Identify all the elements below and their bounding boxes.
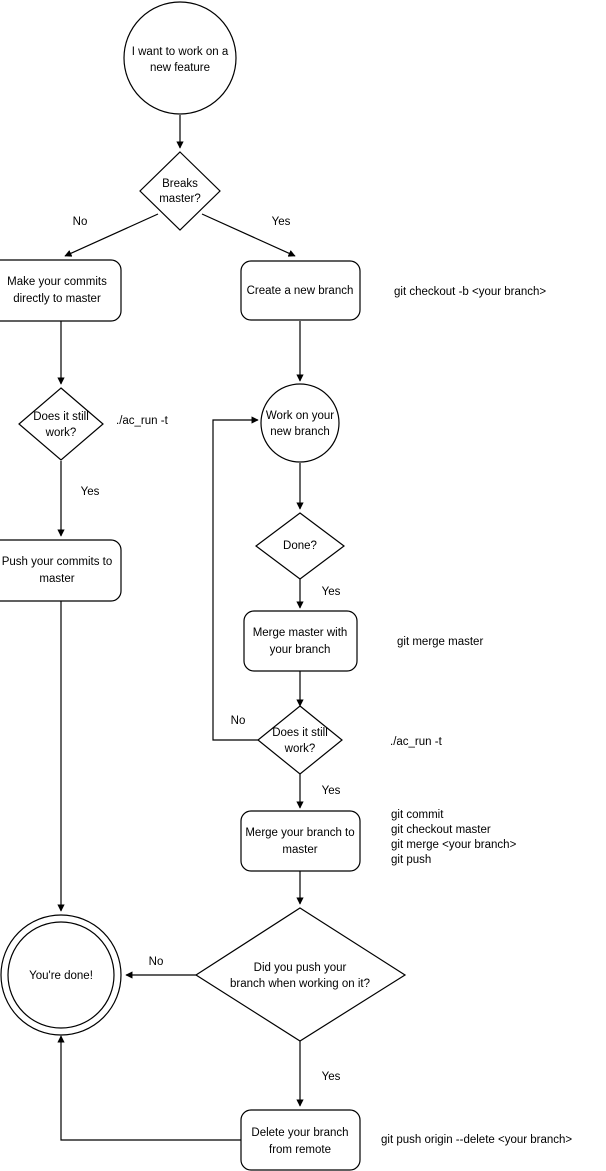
delete-branch-label-line2: from remote xyxy=(269,1144,331,1156)
make-commits-box-shape xyxy=(0,259,122,322)
merge-branch-label-line2: master xyxy=(282,844,317,856)
create-branch-box-shape xyxy=(240,260,361,321)
youre-done-label: You're done! xyxy=(29,970,93,982)
edge-label-left-work-yes: Yes xyxy=(81,486,100,498)
node-does-it-work-left[interactable]: Does it still work? xyxy=(18,387,104,461)
push-commits-label-line1: Push your commits to xyxy=(2,556,113,568)
note-git-push-origin-delete: git push origin --delete <your branch> xyxy=(381,1134,572,1146)
node-push-commits[interactable]: Push your commits to master xyxy=(0,539,122,602)
edge-rightworkq-no-loop xyxy=(212,416,259,741)
did-you-push-label-line2: branch when working on it? xyxy=(230,978,370,990)
node-breaks-master[interactable]: Breaks master? xyxy=(139,151,221,231)
work-branch-label-line2: new branch xyxy=(270,426,329,438)
note-git-checkout-master: git checkout master xyxy=(391,824,491,836)
work-branch-label-line1: Work on your xyxy=(266,410,334,422)
edge-breaks-yes xyxy=(201,213,296,257)
edge-label-right-work-yes: Yes xyxy=(322,785,341,797)
youre-done-inner-circle-shape xyxy=(7,921,115,1029)
does-it-work-right-label-line1: Does it still xyxy=(272,727,328,739)
breaks-master-label-line2: master? xyxy=(159,193,201,205)
note-git-merge-branch: git merge <your branch> xyxy=(391,839,517,851)
does-it-work-left-label-line2: work? xyxy=(45,427,77,439)
breaks-master-diamond-shape xyxy=(139,151,221,231)
note-ac-run-right: ./ac_run -t xyxy=(390,736,443,748)
node-make-commits[interactable]: Make your commits directly to master xyxy=(0,259,122,322)
node-create-branch[interactable]: Create a new branch xyxy=(240,260,361,321)
edge-label-breaks-yes: Yes xyxy=(272,216,291,228)
start-label-line1: I want to work on a xyxy=(132,46,229,58)
note-git-commit: git commit xyxy=(391,809,444,821)
edge-label-done-yes: Yes xyxy=(322,586,341,598)
note-merge-branch-cmds: git commit git checkout master git merge… xyxy=(391,809,517,866)
node-does-it-work-right[interactable]: Does it still work? xyxy=(257,705,343,775)
node-did-you-push[interactable]: Did you push your branch when working on… xyxy=(194,907,407,1042)
done-question-diamond-shape xyxy=(255,512,345,580)
note-git-push: git push xyxy=(391,854,431,866)
edges xyxy=(57,115,304,1141)
does-it-work-right-label-line2: work? xyxy=(284,743,316,755)
node-start[interactable]: I want to work on a new feature xyxy=(123,1,237,115)
make-commits-label-line1: Make your commits xyxy=(7,276,107,288)
done-question-label: Done? xyxy=(283,540,317,552)
edge-breaks-no xyxy=(64,213,159,257)
work-branch-circle-shape xyxy=(260,383,340,463)
node-work-branch[interactable]: Work on your new branch xyxy=(260,383,340,463)
node-delete-branch[interactable]: Delete your branch from remote xyxy=(240,1109,361,1171)
edge-deletebranch-to-done xyxy=(57,1035,241,1141)
edge-label-right-work-no: No xyxy=(231,715,246,727)
create-branch-label-line1: Create a new branch xyxy=(247,285,354,297)
does-it-work-left-label-line1: Does it still xyxy=(33,411,89,423)
note-git-merge-master: git merge master xyxy=(397,636,483,648)
push-commits-label-line2: master xyxy=(39,573,74,585)
did-you-push-diamond-shape xyxy=(194,907,407,1042)
node-done-question[interactable]: Done? xyxy=(255,512,345,580)
push-commits-box-shape xyxy=(0,539,122,602)
node-merge-master[interactable]: Merge master with your branch xyxy=(243,610,358,672)
node-youre-done[interactable]: You're done! xyxy=(0,914,122,1036)
does-it-work-left-diamond-shape xyxy=(18,387,104,461)
did-you-push-label-line1: Did you push your xyxy=(254,962,347,974)
does-it-work-right-diamond-shape xyxy=(257,705,343,775)
edge-label-did-push-no: No xyxy=(149,956,164,968)
start-circle-shape xyxy=(123,1,237,115)
delete-branch-box-shape xyxy=(240,1109,361,1171)
edge-label-did-push-yes: Yes xyxy=(322,1071,341,1083)
note-ac-run-left: ./ac_run -t xyxy=(116,415,169,427)
delete-branch-label-line1: Delete your branch xyxy=(251,1127,348,1139)
merge-branch-box-shape xyxy=(240,810,361,872)
note-git-checkout-b: git checkout -b <your branch> xyxy=(394,286,546,298)
node-merge-branch[interactable]: Merge your branch to master xyxy=(240,810,361,872)
edge-label-breaks-no: No xyxy=(73,216,88,228)
merge-master-label-line1: Merge master with xyxy=(253,627,348,639)
merge-master-box-shape xyxy=(243,610,358,672)
breaks-master-label-line1: Breaks xyxy=(162,178,198,190)
merge-master-label-line2: your branch xyxy=(270,644,331,656)
make-commits-label-line2: directly to master xyxy=(13,293,101,305)
start-label-line2: new feature xyxy=(150,62,210,74)
merge-branch-label-line1: Merge your branch to xyxy=(245,827,354,839)
